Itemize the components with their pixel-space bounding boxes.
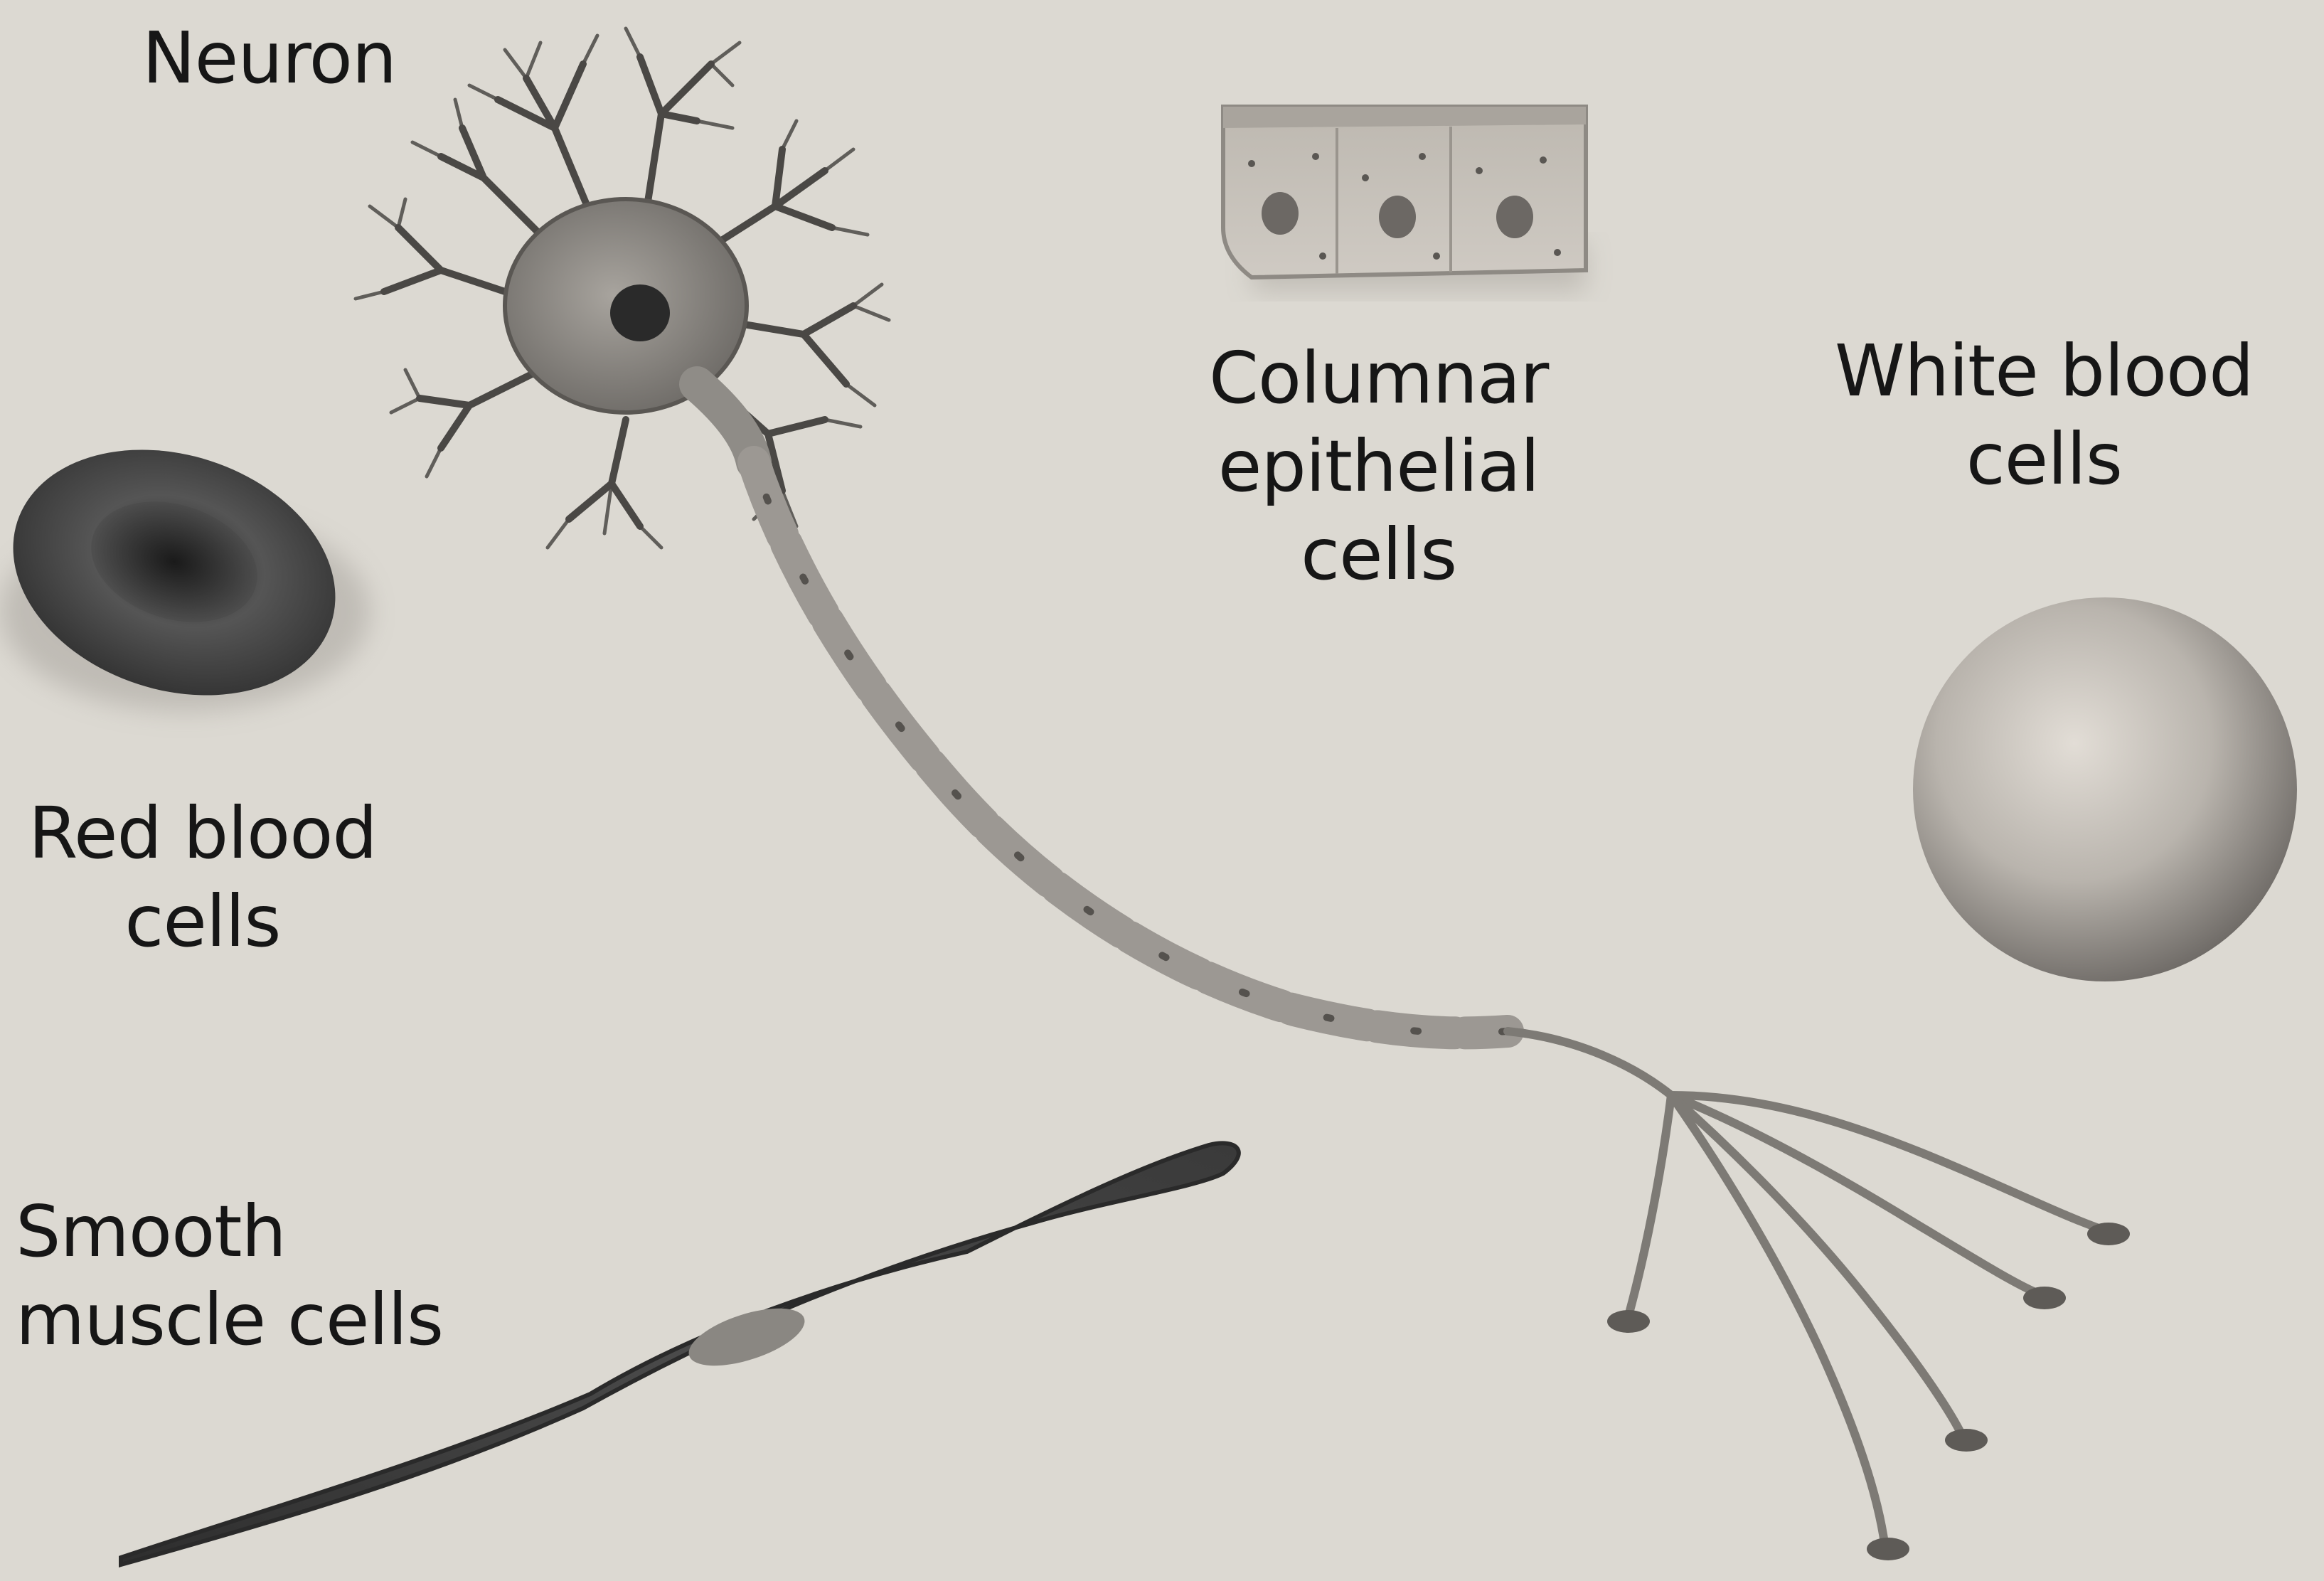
label-neuron: Neuron <box>142 14 396 102</box>
columnar-epithelial-cells <box>1223 107 1586 292</box>
label-smooth-muscle-cells: Smooth muscle cells <box>16 1188 443 1364</box>
axon-terminal-buttons <box>1607 1223 2130 1560</box>
label-red-blood-cells: Red blood cells <box>28 789 377 966</box>
axon-terminals <box>1508 1031 2105 1543</box>
label-columnar-epithelial-cells: Columnar epithelial cells <box>1209 334 1548 599</box>
smooth-muscle-nucleus <box>682 1297 811 1377</box>
epithelial-nucleus <box>1496 196 1533 238</box>
epithelial-nucleus <box>1379 196 1416 238</box>
neuron-nucleus <box>610 284 670 341</box>
red-blood-cell <box>0 410 370 735</box>
white-blood-cell <box>1913 597 2297 981</box>
label-white-blood-cells: White blood cells <box>1835 327 2254 504</box>
epithelial-nucleus <box>1262 192 1299 235</box>
